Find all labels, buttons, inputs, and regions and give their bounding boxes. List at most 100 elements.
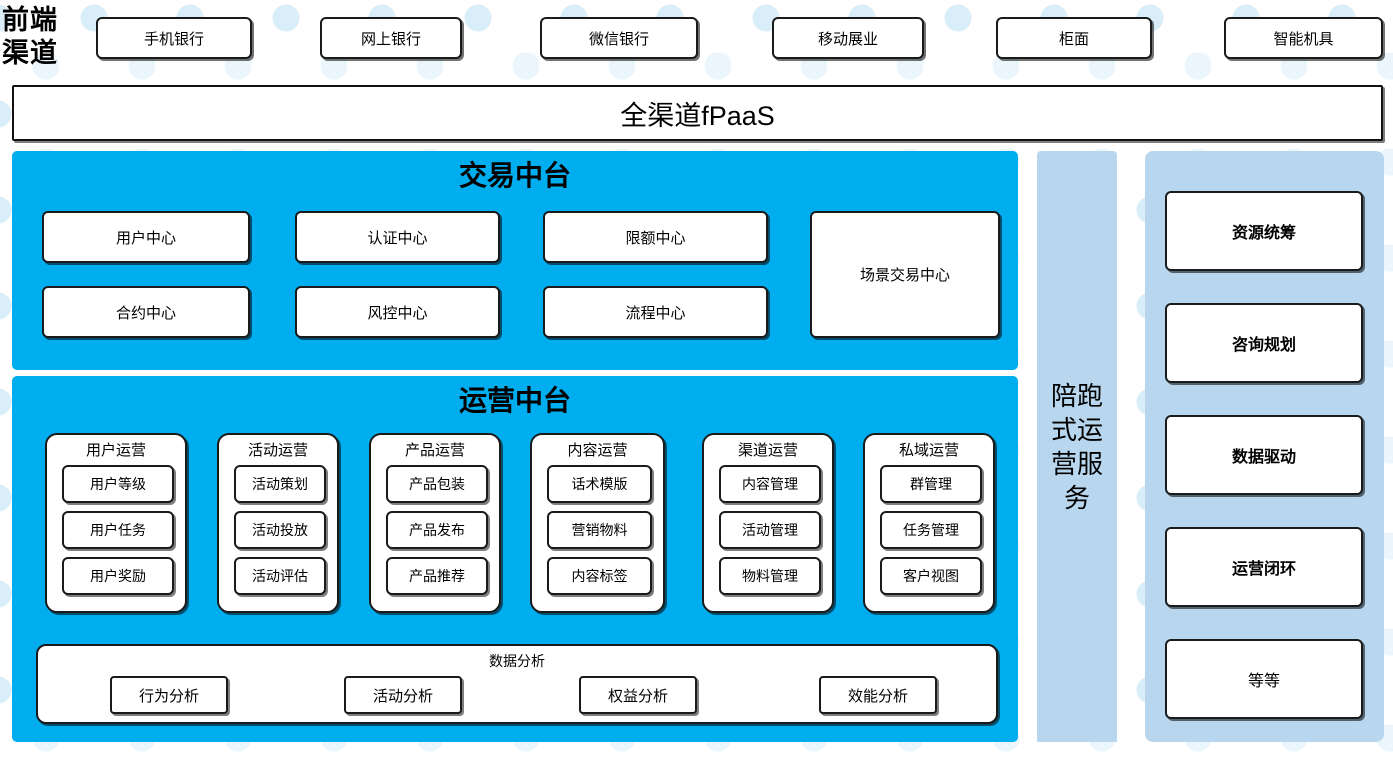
operation-column-title: 用户运营 <box>85 442 146 459</box>
operation-item-label: 产品推荐 <box>409 568 465 584</box>
operation-item-label: 客户视图 <box>903 568 959 584</box>
channel-box-6[interactable]: 智能机具 <box>1224 17 1383 59</box>
operation-item[interactable]: 内容标签 <box>547 557 652 595</box>
channel-box-label: 网上银行 <box>360 30 421 48</box>
trade-center-box-label: 风控中心 <box>367 304 428 322</box>
operation-item-label: 用户任务 <box>90 522 146 538</box>
operation-item[interactable]: 活动投放 <box>234 511 326 549</box>
operation-column-title: 内容运营 <box>567 442 628 459</box>
service-capability-box-1[interactable]: 资源统筹 <box>1165 191 1363 271</box>
service-capability-label: 资源统筹 <box>1231 225 1296 242</box>
operation-midplatform-title: 运营中台 <box>458 385 571 416</box>
operation-item-label: 活动评估 <box>252 568 308 584</box>
frontend-channel-label-line2: 渠道 <box>2 38 58 68</box>
channel-box-2[interactable]: 网上银行 <box>320 17 462 59</box>
analysis-item-3[interactable]: 权益分析 <box>579 676 697 714</box>
operation-item[interactable]: 产品推荐 <box>386 557 488 595</box>
analysis-item-label: 效能分析 <box>847 687 908 705</box>
operation-column-6: 私域运营群管理任务管理客户视图 <box>863 433 995 613</box>
operation-item-label: 话术模版 <box>571 476 628 492</box>
operation-column-title: 渠道运营 <box>737 442 798 459</box>
operation-item-label: 活动策划 <box>252 476 308 492</box>
trade-midplatform-panel: 交易中台 用户中心 认证中心 限额中心合约中心 风控中心 流程中心 场景交易中心 <box>12 151 1018 370</box>
operation-item[interactable]: 营销物料 <box>547 511 652 549</box>
analysis-item-2[interactable]: 活动分析 <box>344 676 462 714</box>
operation-item-label: 活动投放 <box>252 522 308 538</box>
operation-column-title: 活动运营 <box>247 442 308 459</box>
service-capability-box-4[interactable]: 运营闭环 <box>1165 527 1363 607</box>
channel-box-5[interactable]: 柜面 <box>996 17 1152 59</box>
trade-center-box-label: 用户中心 <box>115 229 176 247</box>
service-capability-box-3[interactable]: 数据驱动 <box>1165 415 1363 495</box>
operation-item-label: 用户等级 <box>90 476 146 492</box>
channel-box-label: 手机银行 <box>143 30 204 48</box>
trade-midplatform-title: 交易中台 <box>458 160 571 191</box>
operation-item-label: 内容管理 <box>742 476 798 492</box>
operation-item-label: 产品发布 <box>409 522 465 538</box>
operation-item[interactable]: 产品发布 <box>386 511 488 549</box>
operation-item[interactable]: 物料管理 <box>719 557 821 595</box>
operation-item[interactable]: 用户奖励 <box>62 557 174 595</box>
operation-item[interactable]: 客户视图 <box>880 557 982 595</box>
operation-item[interactable]: 活动策划 <box>234 465 326 503</box>
trade-center-box-3[interactable]: 限额中心 <box>543 211 768 263</box>
channel-box-label: 移动展业 <box>817 30 878 48</box>
operation-item[interactable]: 内容管理 <box>719 465 821 503</box>
operation-item-label: 活动管理 <box>742 522 798 538</box>
operation-item-label: 内容标签 <box>571 568 628 584</box>
frontend-channel-label: 前端 渠道 <box>2 2 86 72</box>
operation-item[interactable]: 活动管理 <box>719 511 821 549</box>
operation-item[interactable]: 产品包装 <box>386 465 488 503</box>
trade-center-box-5[interactable]: 风控中心 <box>295 286 500 338</box>
analysis-item-1[interactable]: 行为分析 <box>110 676 228 714</box>
operation-column-1: 用户运营用户等级用户任务用户奖励 <box>45 433 187 613</box>
service-capability-box-5[interactable]: 等等 <box>1165 639 1363 719</box>
trade-center-box-4[interactable]: 合约中心 <box>42 286 250 338</box>
operation-column-title: 私域运营 <box>898 442 959 459</box>
operation-column-3: 产品运营产品包装产品发布产品推荐 <box>369 433 501 613</box>
service-capability-label: 咨询规划 <box>1231 337 1296 354</box>
operation-item-label: 群管理 <box>910 476 952 492</box>
trade-center-box-7[interactable]: 场景交易中心 <box>810 211 1000 338</box>
channel-box-3[interactable]: 微信银行 <box>540 17 698 59</box>
channel-box-1[interactable]: 手机银行 <box>96 17 252 59</box>
channel-box-4[interactable]: 移动展业 <box>772 17 924 59</box>
trade-center-box-label: 认证中心 <box>367 229 428 247</box>
trade-center-box-label: 场景交易中心 <box>859 267 950 284</box>
trade-center-box-label: 限额中心 <box>625 229 686 247</box>
operation-item[interactable]: 用户任务 <box>62 511 174 549</box>
trade-center-box-label: 流程中心 <box>625 304 686 322</box>
omnichannel-fpaas-bar[interactable]: 全渠道fPaaS <box>12 85 1383 141</box>
service-capability-label: 运营闭环 <box>1231 561 1296 578</box>
service-capability-label: 等等 <box>1247 673 1280 690</box>
channel-box-label: 智能机具 <box>1273 30 1334 48</box>
omnichannel-fpaas-title: 全渠道fPaaS <box>620 100 775 131</box>
service-capability-label: 数据驱动 <box>1231 449 1296 466</box>
service-capability-panel: 资源统筹咨询规划数据驱动运营闭环等等 <box>1145 151 1384 742</box>
trade-center-box-1[interactable]: 用户中心 <box>42 211 250 263</box>
operation-item[interactable]: 活动评估 <box>234 557 326 595</box>
frontend-channel-label-line1: 前端 <box>2 5 58 35</box>
operation-item-label: 用户奖励 <box>90 568 146 584</box>
operation-column-4: 内容运营话术模版营销物料内容标签 <box>530 433 665 613</box>
trade-center-box-2[interactable]: 认证中心 <box>295 211 500 263</box>
analysis-item-4[interactable]: 效能分析 <box>819 676 937 714</box>
analysis-item-label: 行为分析 <box>138 687 199 705</box>
data-analysis-container: 数据分析 行为分析活动分析权益分析效能分析 <box>36 644 998 724</box>
operation-item[interactable]: 群管理 <box>880 465 982 503</box>
operation-column-5: 渠道运营内容管理活动管理物料管理 <box>702 433 834 613</box>
operation-item[interactable]: 任务管理 <box>880 511 982 549</box>
analysis-item-label: 权益分析 <box>607 687 668 705</box>
channel-box-label: 微信银行 <box>588 30 649 48</box>
operation-column-2: 活动运营活动策划活动投放活动评估 <box>217 433 339 613</box>
operation-item[interactable]: 用户等级 <box>62 465 174 503</box>
operation-column-title: 产品运营 <box>404 442 465 459</box>
trade-center-box-6[interactable]: 流程中心 <box>543 286 768 338</box>
operation-item-label: 物料管理 <box>742 568 798 584</box>
accompanying-operation-service-column: 陪跑式运营服务 <box>1037 151 1117 742</box>
trade-center-box-label: 合约中心 <box>115 304 176 322</box>
service-capability-box-2[interactable]: 咨询规划 <box>1165 303 1363 383</box>
operation-item[interactable]: 话术模版 <box>547 465 652 503</box>
channel-box-label: 柜面 <box>1058 30 1089 48</box>
operation-item-label: 产品包装 <box>409 476 465 492</box>
